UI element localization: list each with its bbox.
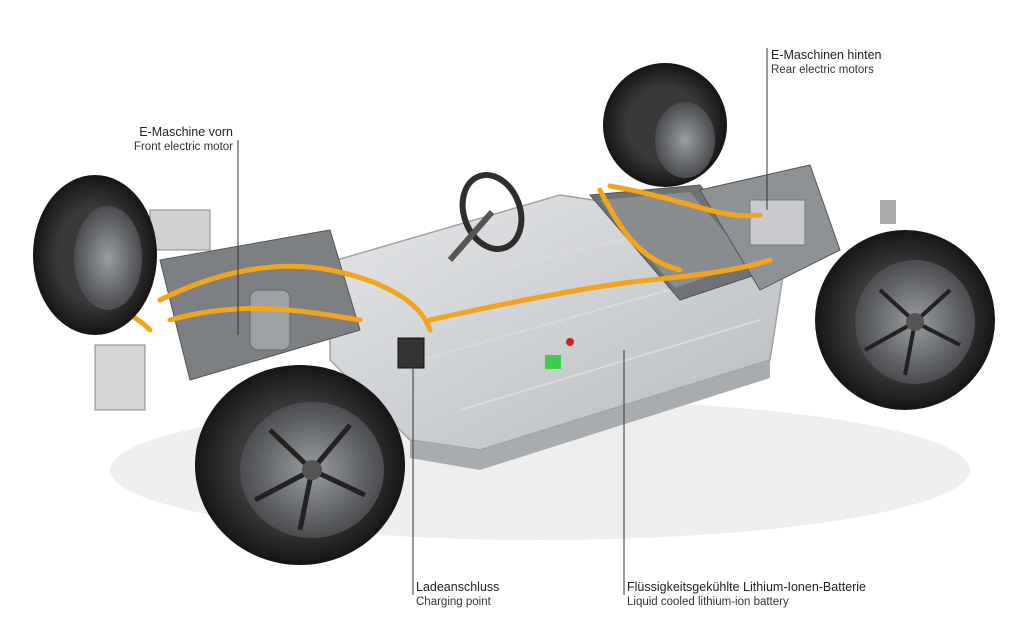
wheel-front-left (33, 175, 157, 335)
high-voltage-cables (97, 183, 773, 333)
wheel-rear-right (815, 230, 995, 410)
wheel-front-right (195, 365, 405, 565)
label-rear-motors-de: E-Maschinen hinten (771, 48, 882, 62)
label-battery-de: Flüssigkeitsgekühlte Lithium-Ionen-Batte… (627, 580, 867, 594)
label-charging-en: Charging point (416, 596, 491, 608)
label-battery: Flüssigkeitsgekühlte Lithium-Ionen-Batte… (627, 580, 866, 610)
label-front-motor-de: E-Maschine vorn (139, 125, 233, 139)
label-front-motor: E-Maschine vorn Front electric motor (113, 125, 233, 155)
steering-wheel (447, 172, 525, 262)
wheel-rear-left (603, 63, 727, 187)
rear-motor-assembly (699, 164, 896, 291)
label-front-motor-en: Front electric motor (133, 141, 233, 153)
label-charging-de: Ladeanschluss (416, 580, 500, 594)
label-battery-en: Liquid cooled lithium-ion battery (627, 596, 789, 608)
label-charging: Ladeanschluss Charging point (416, 580, 499, 610)
charging-port (397, 337, 425, 369)
label-rear-motors: E-Maschinen hinten Rear electric motors (771, 48, 881, 78)
status-indicator (545, 355, 561, 369)
label-rear-motors-en: Rear electric motors (771, 64, 874, 76)
